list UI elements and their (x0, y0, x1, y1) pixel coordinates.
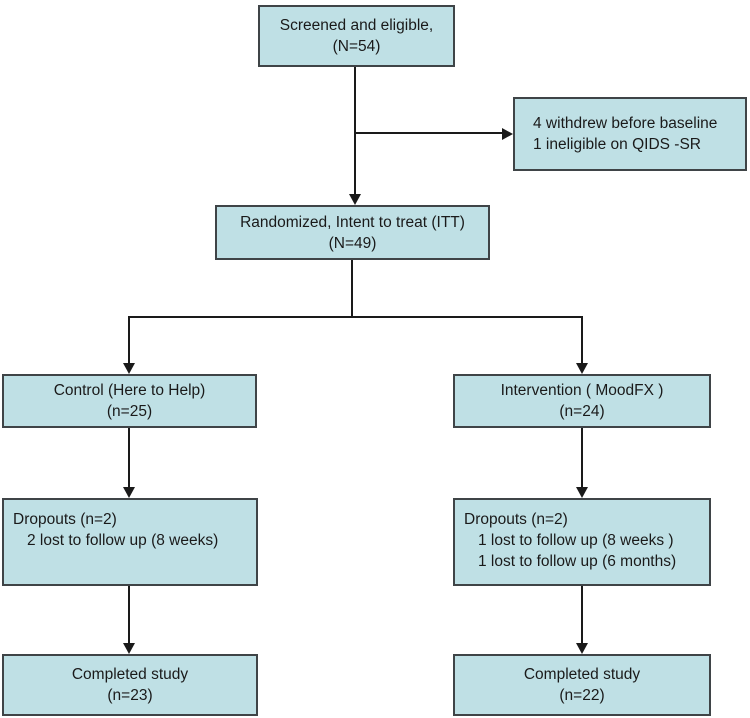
node-text-line: (n=23) (107, 687, 153, 704)
connector-split-bar (128, 316, 583, 318)
node-dropouts-control: Dropouts (n=2) 2 lost to follow up (8 we… (2, 498, 258, 586)
arrow-down-icon (123, 643, 135, 654)
connector-split-to-intervention (581, 316, 583, 364)
node-screened-eligible: Screened and eligible, (N=54) (258, 5, 455, 67)
node-control-arm: Control (Here to Help) (n=25) (2, 374, 257, 428)
node-text-line: (n=24) (559, 403, 605, 420)
connector-dropouts-to-completed-intervention (581, 586, 583, 644)
connector-control-to-dropouts (128, 428, 130, 488)
arrow-right-icon (502, 128, 513, 140)
node-text-line: Completed study (71, 666, 189, 683)
connector-intervention-to-dropouts (581, 428, 583, 488)
node-text-line: Intervention ( MoodFX ) (500, 382, 664, 399)
node-completed-intervention: Completed study (n=22) (453, 654, 711, 716)
node-text-line: Dropouts (n=2) (13, 511, 117, 528)
node-text-line: 1 lost to follow up (6 months) (478, 553, 677, 570)
node-text-line: Dropouts (n=2) (464, 511, 568, 528)
connector-split-to-control (128, 316, 130, 364)
node-text-line: Completed study (523, 666, 641, 683)
node-text-line: 1 ineligible on QIDS -SR (533, 136, 701, 153)
node-dropouts-intervention: Dropouts (n=2) 1 lost to follow up (8 we… (453, 498, 711, 586)
node-randomized-itt: Randomized, Intent to treat (ITT) (N=49) (215, 205, 490, 260)
arrow-down-icon (123, 363, 135, 374)
node-text-line: 1 lost to follow up (8 weeks ) (478, 532, 674, 549)
connector-randomized-to-split (351, 260, 353, 318)
node-text-line: Screened and eligible, (279, 17, 434, 34)
connector-screened-to-randomized (354, 67, 356, 195)
node-text-line: Control (Here to Help) (53, 382, 206, 399)
arrow-down-icon (349, 194, 361, 205)
node-text-line: (N=49) (328, 234, 377, 252)
node-text-line: (N=54) (332, 38, 381, 55)
node-withdrew-before-baseline: 4 withdrew before baseline 1 ineligible … (513, 97, 747, 171)
node-text-line: 2 lost to follow up (8 weeks) (27, 532, 219, 549)
arrow-down-icon (576, 643, 588, 654)
arrow-down-icon (123, 487, 135, 498)
arrow-down-icon (576, 363, 588, 374)
node-text-line: Randomized, Intent to treat (ITT) (240, 213, 465, 231)
node-text-line: (n=25) (106, 403, 153, 420)
arrow-down-icon (576, 487, 588, 498)
node-text-line: 4 withdrew before baseline (533, 115, 718, 132)
connector-dropouts-to-completed-control (128, 586, 130, 644)
node-completed-control: Completed study (n=23) (2, 654, 258, 716)
connector-to-withdrew (354, 132, 502, 134)
node-intervention-arm: Intervention ( MoodFX ) (n=24) (453, 374, 711, 428)
node-text-line: (n=22) (559, 687, 605, 704)
